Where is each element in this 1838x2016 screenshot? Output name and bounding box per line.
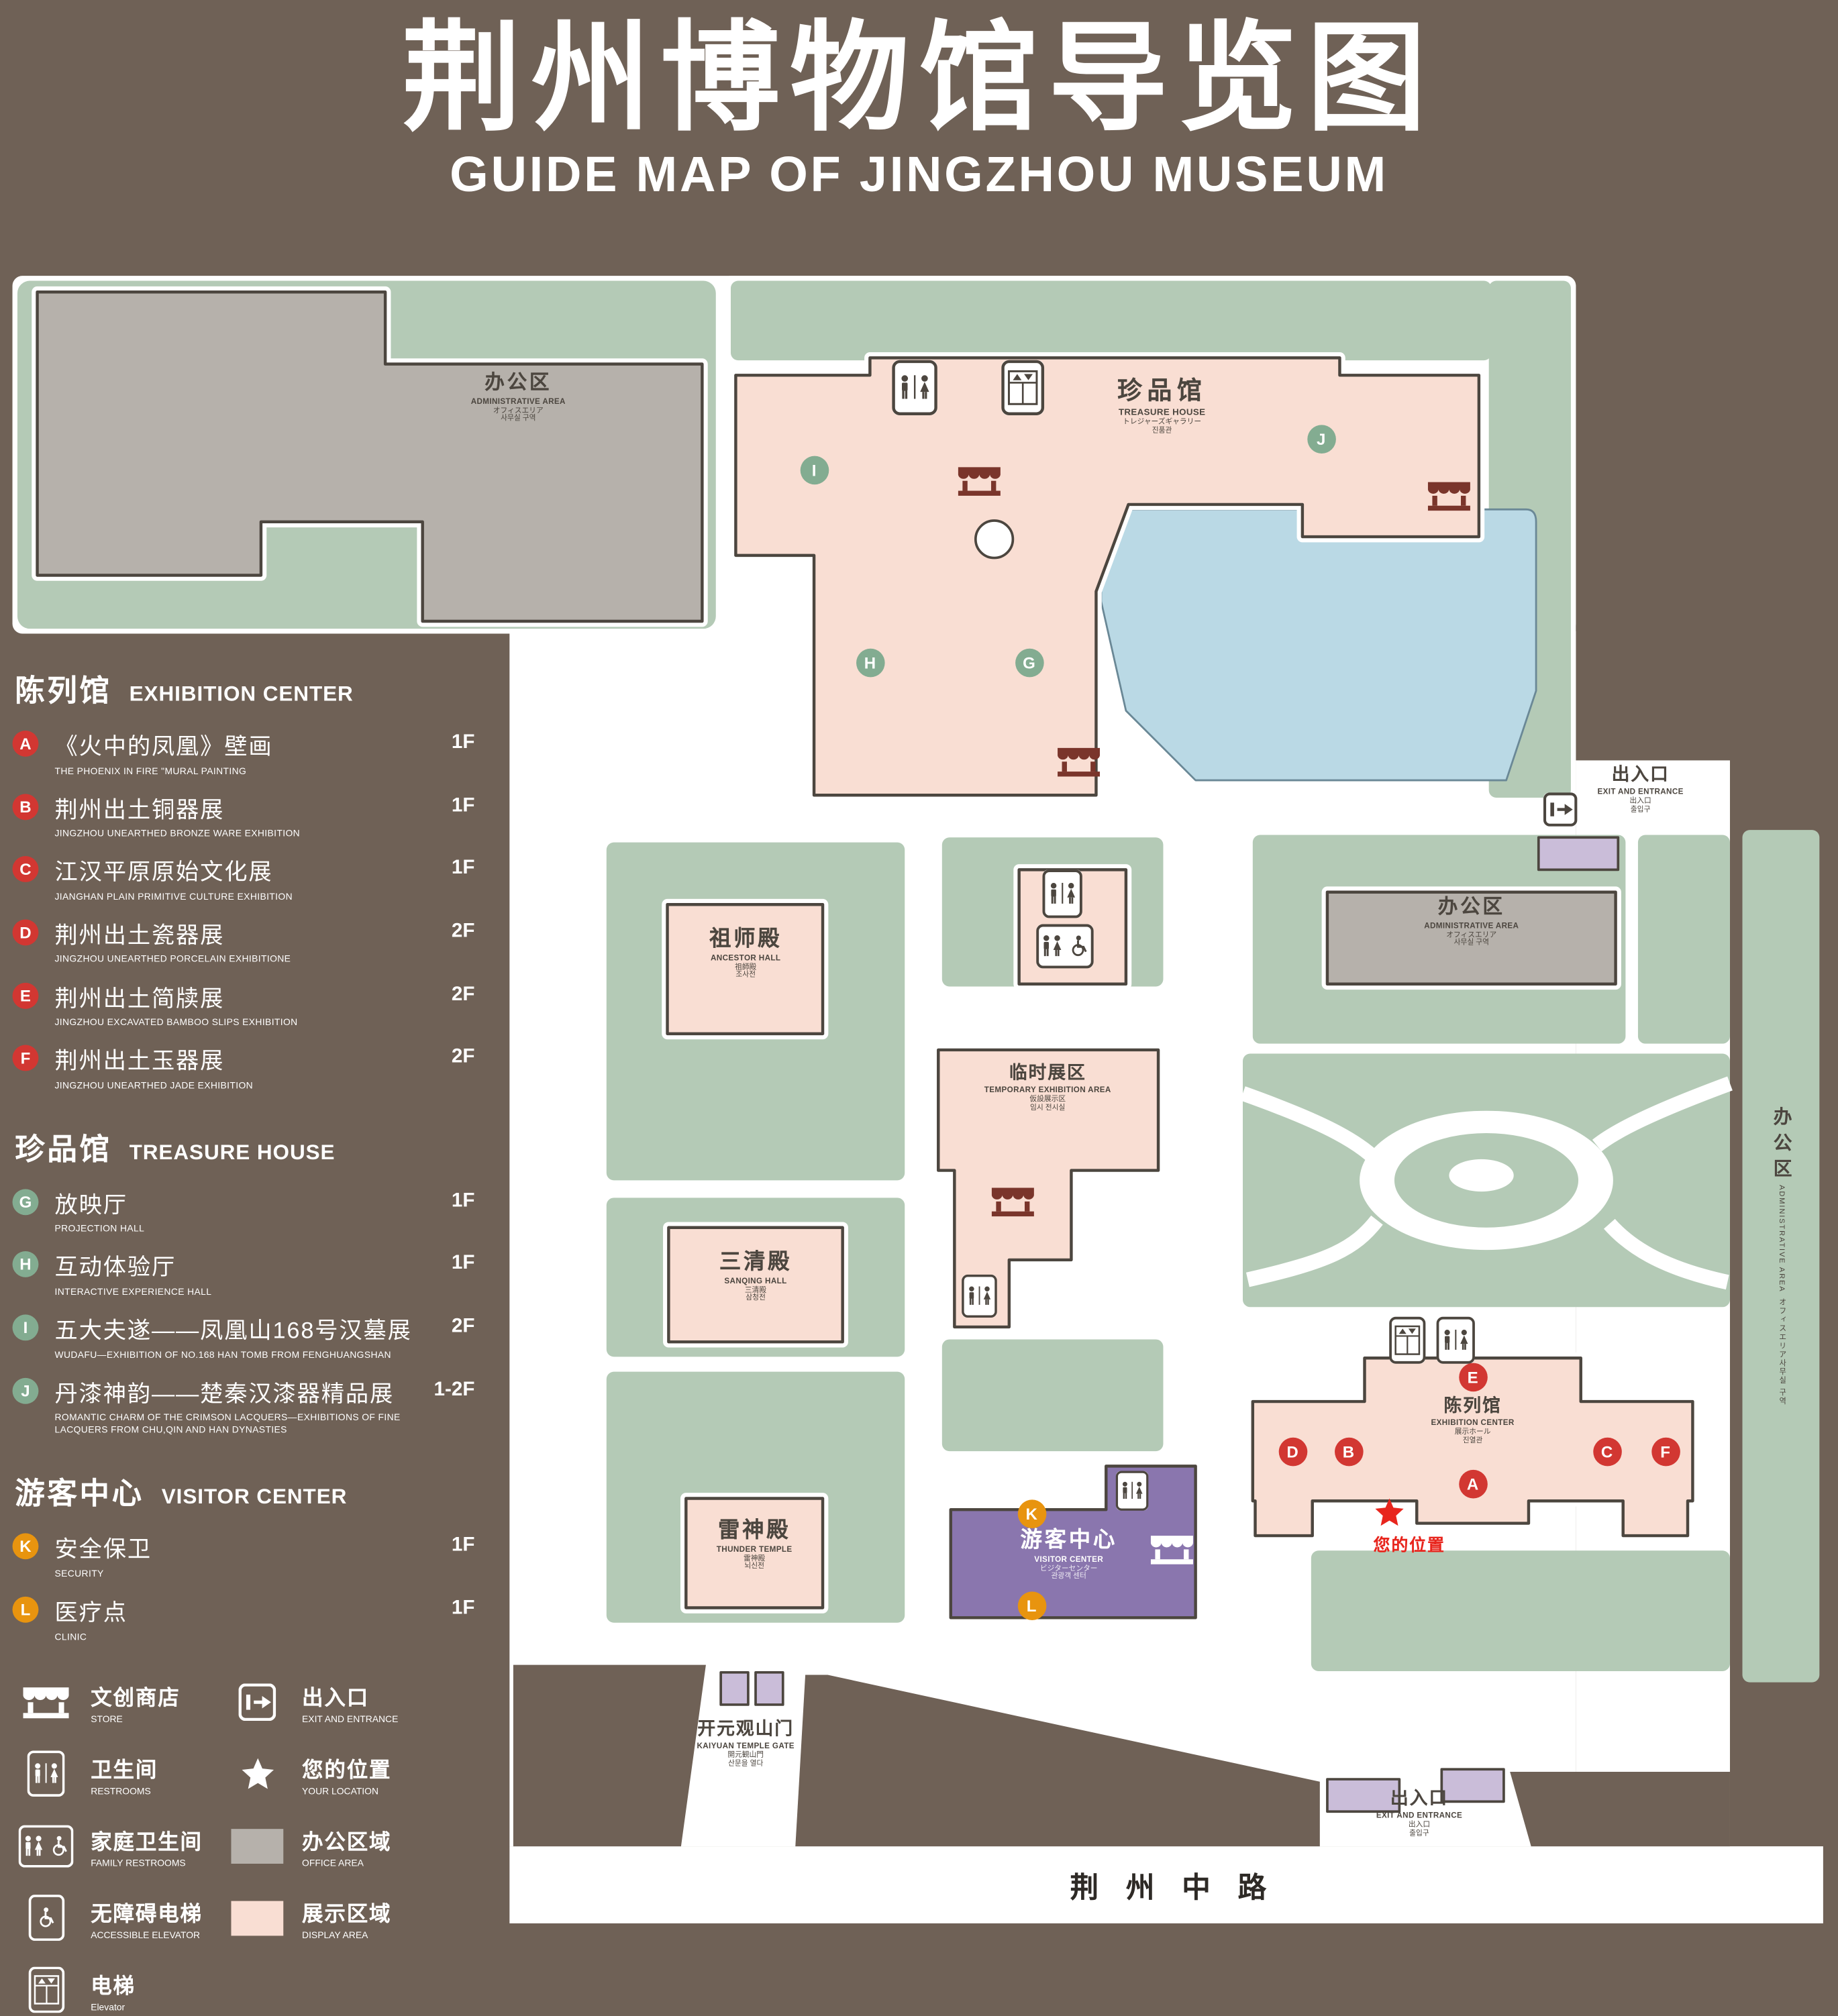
- list-item-k: K 安全保卫 SECURITY 1F: [12, 1532, 490, 1581]
- marker-b: B: [12, 793, 39, 820]
- floor-badge: 2F: [451, 1316, 475, 1337]
- marker-a: A: [12, 730, 39, 757]
- page-subtitle: GUIDE MAP OF JINGZHOU MUSEUM: [450, 148, 1388, 203]
- floor-badge: 1F: [451, 731, 475, 753]
- marker-g: G: [12, 1188, 39, 1215]
- gate-pillar-right: [754, 1670, 784, 1706]
- floor-badge: 2F: [451, 1046, 475, 1068]
- boundary-walls: [513, 1664, 1730, 1847]
- family-restroom-icon: [1037, 924, 1094, 968]
- floor-badge: 2F: [451, 983, 475, 1005]
- entrance-top-right: [1537, 836, 1620, 871]
- floor-badge: 1F: [451, 794, 475, 816]
- marker-d: D: [12, 919, 39, 946]
- marker-k: K: [12, 1534, 39, 1560]
- building-ancestor-hall: [668, 904, 823, 1034]
- list-item-b: B 荆州出土铜器展 JINGZHOU UNEARTHED BRONZE WARE…: [12, 792, 490, 841]
- exit-icon: [226, 1683, 289, 1721]
- marker-i: I: [12, 1314, 39, 1341]
- display-area-swatch: [226, 1900, 289, 1935]
- building-thunder-temple: [686, 1499, 823, 1608]
- list-item-h: H 互动体验厅 INTERACTIVE EXPERIENCE HALL 1F: [12, 1251, 490, 1299]
- header: 荆州博物馆导览图 GUIDE MAP OF JINGZHOU MUSEUM: [0, 0, 1838, 203]
- restrooms-icon: [962, 1275, 997, 1318]
- accessible-elevator-icon: [15, 1895, 77, 1942]
- list-item-c: C 江汉平原原始文化展 JIANGHAN PLAIN PRIMITIVE CUL…: [12, 855, 490, 904]
- marker-h: H: [12, 1251, 39, 1278]
- list-item-d: D 荆州出土瓷器展 JINGZHOU UNEARTHED PORCELAIN E…: [12, 918, 490, 966]
- floor-badge: 1F: [451, 1189, 475, 1212]
- store-icon: [15, 1685, 77, 1719]
- entrance-bottom-left: [1326, 1778, 1401, 1813]
- road: [509, 1846, 1823, 1923]
- floor-badge: 1-2F: [433, 1379, 475, 1400]
- restrooms-icon: [892, 360, 937, 415]
- restrooms-icon: [1116, 1471, 1148, 1511]
- fountain: [974, 519, 1015, 560]
- garden-paths: [1240, 1076, 1733, 1290]
- marker-j: J: [12, 1377, 39, 1404]
- gate-pillar-left: [719, 1670, 750, 1706]
- elevator-icon: [1002, 360, 1044, 415]
- marker-l: L: [12, 1596, 39, 1623]
- exit-icon: [1543, 793, 1577, 827]
- building-sanqing-hall: [668, 1228, 842, 1342]
- right-admin-strip: [1742, 830, 1820, 1683]
- office-area-swatch: [226, 1828, 289, 1864]
- marker-e: E: [12, 982, 39, 1008]
- elevator-icon: [1390, 1317, 1426, 1363]
- guide-map-poster: 荆州博物馆导览图 GUIDE MAP OF JINGZHOU MUSEUM: [0, 0, 1838, 1964]
- building-admin-center: [1327, 892, 1616, 984]
- marker-c: C: [12, 856, 39, 883]
- floor-badge: 1F: [451, 1597, 475, 1620]
- restrooms-icon: [1043, 869, 1082, 918]
- marker-f: F: [12, 1045, 39, 1071]
- elevator-icon: [15, 1967, 77, 2013]
- lake: [1100, 508, 1537, 782]
- page-title: 荆州博物馆导览图: [402, 12, 1436, 146]
- family-restroom-icon: [15, 1825, 77, 1867]
- floor-badge: 1F: [451, 857, 475, 879]
- list-item-f: F 荆州出土玉器展 JINGZHOU UNEARTHED JADE EXHIBI…: [12, 1044, 490, 1092]
- floor-badge: 1F: [451, 1253, 475, 1274]
- list-item-l: L 医疗点 CLINIC 1F: [12, 1595, 490, 1644]
- restrooms-icon: [1437, 1317, 1475, 1363]
- floor-badge: 1F: [451, 1534, 475, 1556]
- list-item-a: A 《火中的凤凰》壁画 THE PHOENIX IN FIRE "MURAL P…: [12, 729, 490, 778]
- restrooms-icon: [15, 1751, 77, 1797]
- list-item-g: G 放映厅 PROJECTION HALL 1F: [12, 1187, 490, 1236]
- list-item-j: J 丹漆神韵——楚秦汉漆器精品展 ROMANTIC CHARM OF THE C…: [12, 1376, 490, 1436]
- floor-badge: 2F: [451, 920, 475, 942]
- entrance-bottom-right: [1440, 1768, 1505, 1803]
- museum-map: [12, 276, 1823, 1923]
- list-item-e: E 荆州出土简牍展 JINGZHOU EXCAVATED BAMBOO SLIP…: [12, 981, 490, 1029]
- your-location-star-icon: [226, 1758, 289, 1790]
- list-item-i: I 五大夫遂——凤凰山168号汉墓展 WUDAFU—EXHIBITION OF …: [12, 1314, 490, 1362]
- entrance-markers: [719, 836, 1620, 1813]
